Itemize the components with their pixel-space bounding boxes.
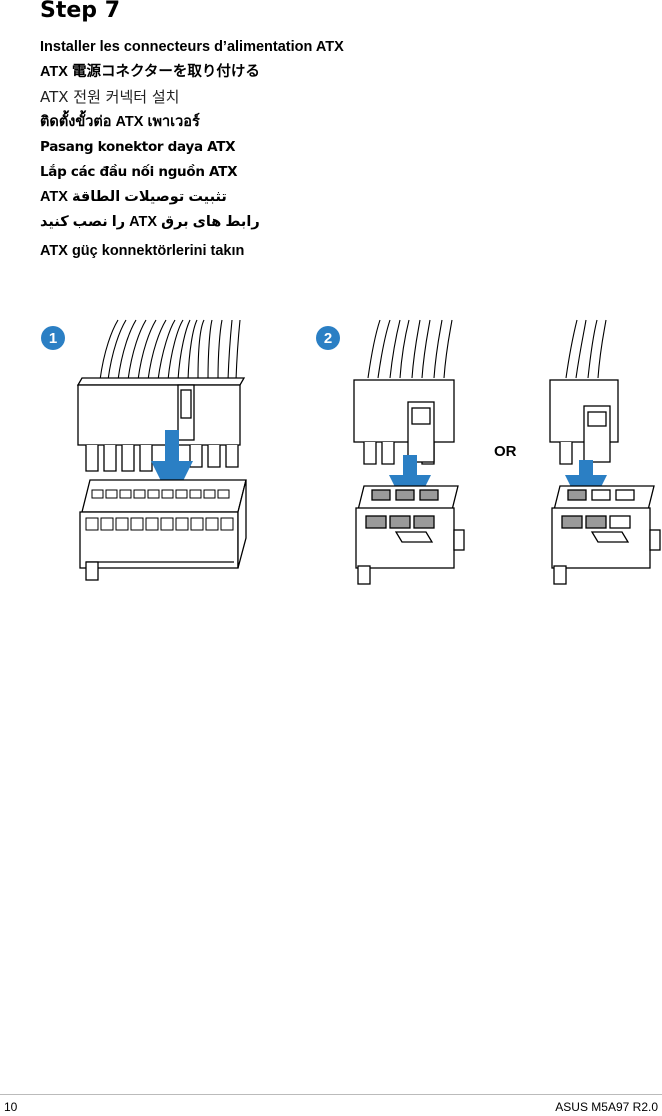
instruction-arabic: ATX تثبيت توصيلات الطاقة	[40, 189, 227, 205]
instruction-english: Installer les connecteurs d’alimentation…	[40, 39, 344, 55]
instruction-turkish: ATX güç konnektörlerini takın	[40, 243, 245, 259]
atx-24pin-socket	[79, 479, 247, 581]
atx-4pin-plug	[549, 319, 619, 465]
instruction-vietnamese: Lắp các đầu nối nguồn ATX	[40, 164, 238, 180]
atx-24pin-latch	[177, 384, 195, 441]
footer-rule	[0, 1094, 662, 1095]
connector-illustration: 1	[41, 319, 661, 585]
step-marker-2: 2	[316, 326, 340, 350]
instruction-thai: ติดตั้งขั้วต่อ ATX เพาเวอร์	[40, 114, 200, 130]
marker-2-circle	[316, 326, 340, 350]
eps-8pin-socket	[355, 485, 465, 585]
instruction-malay: Pasang konektor daya ATX	[40, 139, 236, 155]
model-name: ASUS M5A97 R2.0	[555, 1100, 658, 1114]
marker-1-circle	[41, 326, 65, 350]
instruction-persian: رابط های برق ATX را نصب کنید	[40, 214, 260, 230]
marker-1-label: 1	[49, 330, 57, 347]
eps-8pin-cables	[367, 319, 453, 379]
instruction-korean: ATX 전원 커넥터 설치	[40, 88, 180, 106]
instruction-list: Installer les connecteurs d’alimentation…	[40, 38, 640, 267]
or-label: OR	[494, 443, 517, 460]
eps-8pin-socket-half	[551, 485, 661, 585]
step-marker-1: 1	[41, 326, 65, 350]
eps-8pin-plug	[353, 319, 455, 465]
marker-2-label: 2	[324, 330, 332, 347]
atx-24pin-cables	[99, 319, 241, 381]
atx-4pin-cables	[565, 319, 607, 379]
page-number: 10	[4, 1100, 18, 1114]
atx-24pin-plug	[76, 319, 246, 472]
step-title: Step 7	[40, 0, 120, 23]
instruction-japanese: ATX 電源コネクターを取り付ける	[40, 64, 260, 80]
